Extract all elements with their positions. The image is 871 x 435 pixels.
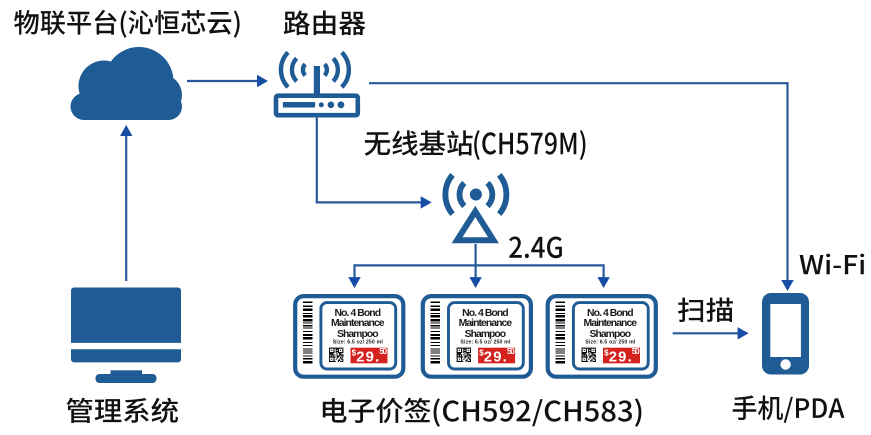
svg-text:29.: 29. — [356, 350, 379, 366]
svg-text:$: $ — [604, 349, 609, 358]
svg-text:50: 50 — [507, 346, 515, 356]
svg-text:50: 50 — [379, 346, 387, 356]
svg-text:29.: 29. — [484, 350, 507, 366]
svg-text:Shampoo: Shampoo — [590, 329, 632, 340]
svg-text:50: 50 — [632, 346, 640, 356]
svg-text:No. 4 Bond: No. 4 Bond — [462, 308, 509, 319]
svg-text:Maintenance: Maintenance — [584, 318, 638, 329]
svg-text:Maintenance: Maintenance — [331, 318, 385, 329]
svg-text:Size: 6.5 oz/ 250 ml: Size: 6.5 oz/ 250 ml — [460, 340, 511, 346]
svg-text:Shampoo: Shampoo — [337, 329, 379, 340]
svg-text:29.: 29. — [609, 350, 632, 366]
svg-text:Size: 6.5 oz/ 250 ml: Size: 6.5 oz/ 250 ml — [333, 340, 384, 346]
svg-text:No. 4 Bond: No. 4 Bond — [335, 308, 382, 319]
svg-text:No. 4 Bond: No. 4 Bond — [587, 308, 634, 319]
svg-text:Size: 6.5 oz/ 250 ml: Size: 6.5 oz/ 250 ml — [585, 340, 636, 346]
svg-text:$: $ — [352, 349, 357, 358]
svg-text:$: $ — [479, 349, 484, 358]
svg-text:Shampoo: Shampoo — [465, 329, 507, 340]
svg-text:Maintenance: Maintenance — [459, 318, 513, 329]
